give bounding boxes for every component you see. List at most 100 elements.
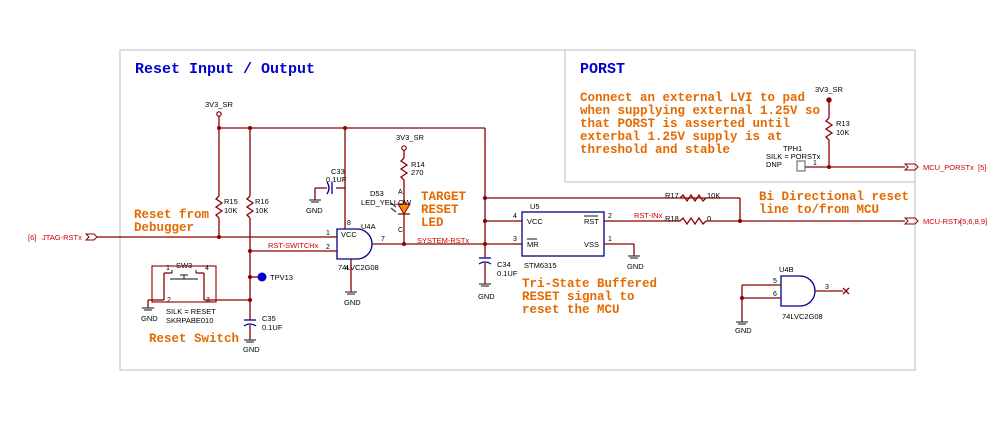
gnd-c33: GND xyxy=(306,206,323,215)
r18-ref: R18 xyxy=(665,214,679,223)
u5-pin-1: 1 xyxy=(608,236,612,243)
tph1-dnp: DNP xyxy=(766,160,782,169)
note-reset-from-debugger-2: Debugger xyxy=(134,221,194,235)
gnd-c35: GND xyxy=(243,345,260,354)
r15-val: 10K xyxy=(224,206,237,215)
r13-ref: R13 xyxy=(836,119,850,128)
rst-switchx-label: RST-SWITCHx xyxy=(268,241,319,250)
note-target-3: LED xyxy=(421,216,444,230)
porst-note-1: Connect an external LVI to pad xyxy=(580,91,805,105)
tph1-ref: TPH1 xyxy=(783,144,802,153)
main-frame xyxy=(119,49,916,371)
u4a-pin-8: 8 xyxy=(347,220,351,227)
note-tristate-3: reset the MCU xyxy=(522,303,620,317)
note-tristate-2: RESET signal to xyxy=(522,290,635,304)
c33-val: 0.1UF xyxy=(326,175,347,184)
r15-ref: R15 xyxy=(224,197,238,206)
mcu-rstx-ref: [5,6,8,9] xyxy=(960,217,987,226)
u4b-pin-6: 6 xyxy=(773,291,777,298)
r14-resistor xyxy=(399,157,409,181)
main-title: Reset Input / Output xyxy=(135,61,315,78)
r16-resistor xyxy=(245,195,255,219)
jtag-rstx-label: JTAG-RSTx xyxy=(42,233,82,242)
sw3-body xyxy=(151,265,217,303)
gnd-sw3: GND xyxy=(141,314,158,323)
porst-note-2: when supplying external 1.25V so xyxy=(580,104,820,118)
u4a-pin-2: 2 xyxy=(326,244,330,251)
u5-val: STM6315 xyxy=(524,261,557,270)
mcu-rstx-port xyxy=(903,217,919,225)
d53-val: LED_YELLOW xyxy=(361,198,412,207)
r13-val: 10K xyxy=(836,128,849,137)
r18-val: 0 xyxy=(707,214,711,223)
led-pin-a: A xyxy=(398,189,403,196)
u4a-val: 74LVC2G08 xyxy=(338,263,379,272)
porst-frame xyxy=(564,49,916,183)
gnd-u4b: GND xyxy=(735,326,752,335)
u5-pin-3: 3 xyxy=(513,236,517,243)
r15-resistor xyxy=(214,195,224,219)
sw3-part: SKRPABE010 xyxy=(166,316,213,325)
u4b-val: 74LVC2G08 xyxy=(782,312,823,321)
u4a-pin-4: 4 xyxy=(345,265,349,272)
u4a-pin-7: 7 xyxy=(381,236,385,243)
note-target-2: RESET xyxy=(421,203,459,217)
c35-val: 0.1UF xyxy=(262,323,283,332)
r17-resistor xyxy=(679,193,707,203)
r17-val: 10K xyxy=(707,191,720,200)
porst-title: PORST xyxy=(580,61,625,78)
tpv13-ref: TPV13 xyxy=(270,273,293,282)
r18-resistor xyxy=(679,216,707,226)
jtag-ref: [6] xyxy=(28,233,36,242)
mcu-porstx-port xyxy=(903,163,919,171)
note-bidir-2: line to/from MCU xyxy=(759,203,879,217)
r16-ref: R16 xyxy=(255,197,269,206)
tpv13-testpoint xyxy=(257,272,267,282)
note-reset-switch: Reset Switch xyxy=(149,332,239,346)
sw3-pin-1: 1 xyxy=(166,265,170,272)
sw3-silk: SILK = RESET xyxy=(166,307,216,316)
tph1-silk: SILK = PORSTx xyxy=(766,152,821,161)
power-3v3-r13: 3V3_SR xyxy=(815,85,844,94)
note-reset-from-debugger-1: Reset from xyxy=(134,208,210,222)
porst-note-4: exterbal 1.25V supply is at xyxy=(580,130,783,144)
u5-pin-2: 2 xyxy=(608,213,612,220)
u5-body xyxy=(521,211,605,257)
u4a-vcc: VCC xyxy=(341,230,357,239)
gnd-u4a: GND xyxy=(344,298,361,307)
d53-ref: D53 xyxy=(370,189,384,198)
u5-mr: MR xyxy=(527,240,539,249)
r17-ref: R17 xyxy=(665,191,679,200)
d53-led xyxy=(397,203,411,215)
mcu-porstx-ref: [5] xyxy=(978,163,986,172)
r16-val: 10K xyxy=(255,206,268,215)
note-bidir-1: Bi Directional reset xyxy=(759,190,909,204)
c33-ref: C33 xyxy=(331,167,345,176)
u4b-ref: U4B xyxy=(779,265,794,274)
r13-resistor xyxy=(824,117,834,141)
tph1-testpoint xyxy=(796,160,806,172)
c34-val: 0.1UF xyxy=(497,269,518,278)
note-tristate-1: Tri-State Buffered xyxy=(522,277,657,291)
mcu-rstx-label: MCU-RSTx xyxy=(923,217,962,226)
led-pin-c: C xyxy=(398,227,403,234)
porst-note-5: threshold and stable xyxy=(580,143,730,157)
porst-note-3: that PORST is asserted until xyxy=(580,117,790,131)
note-target-1: TARGET xyxy=(421,190,467,204)
r14-val: 270 xyxy=(411,168,424,177)
gnd-u5: GND xyxy=(627,262,644,271)
rst-inx-label: RST-INx xyxy=(634,211,663,220)
jtag-rstx-port xyxy=(84,233,98,241)
r14-ref: R14 xyxy=(411,160,425,169)
power-3v3-led: 3V3_SR xyxy=(396,133,425,142)
sw3-pin-4: 4 xyxy=(205,265,209,272)
u4b-pin-5: 5 xyxy=(773,278,777,285)
u5-ref: U5 xyxy=(530,202,540,211)
c34-ref: C34 xyxy=(497,260,511,269)
sw3-pin-2: 2 xyxy=(167,297,171,304)
u5-pin-4: 4 xyxy=(513,213,517,220)
c35-ref: C35 xyxy=(262,314,276,323)
u5-rst: RST xyxy=(584,217,599,226)
gnd-c34: GND xyxy=(478,292,495,301)
